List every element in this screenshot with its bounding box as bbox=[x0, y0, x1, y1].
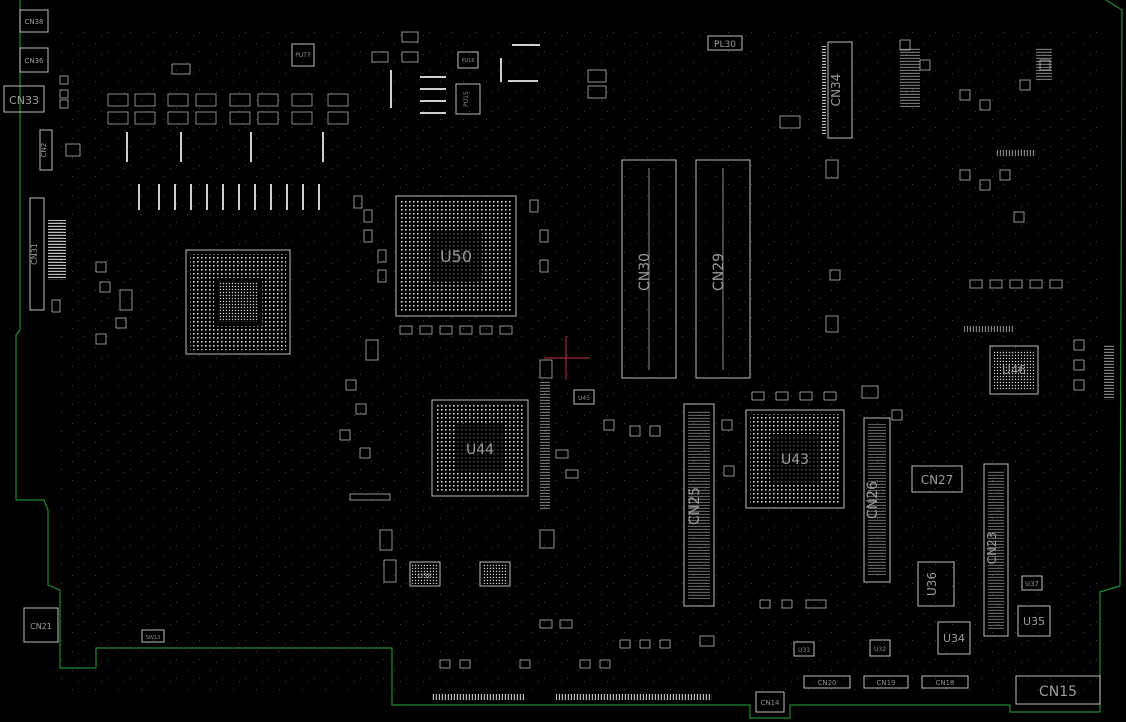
cn29-label: CN29 bbox=[711, 253, 727, 291]
bottom-edge-pins bbox=[432, 694, 712, 700]
right-pin-strips bbox=[48, 48, 1114, 510]
cn19-connector[interactable]: CN19 bbox=[863, 675, 909, 689]
cn26-connector[interactable]: CN26 bbox=[863, 417, 891, 583]
pl30-label: PL30 bbox=[714, 40, 736, 50]
sw13-label: SW13 bbox=[146, 635, 160, 641]
passive-components bbox=[51, 31, 1085, 669]
cn30-label: CN30 bbox=[637, 253, 653, 291]
u50-bga-chip[interactable]: U50 bbox=[395, 195, 517, 317]
cn21-connector[interactable]: CN21 bbox=[23, 607, 59, 643]
pu15-label: PU15 bbox=[463, 91, 470, 107]
cn38-label: CN38 bbox=[24, 18, 43, 26]
u39-chip[interactable] bbox=[479, 561, 511, 587]
cn14-label: CN14 bbox=[760, 699, 780, 707]
cn31-label: CN31 bbox=[30, 243, 39, 265]
u37-chip[interactable]: U37 bbox=[1021, 575, 1043, 591]
cn19-label: CN19 bbox=[876, 679, 895, 687]
u36-label: U36 bbox=[925, 572, 939, 596]
cn15-label: CN15 bbox=[1039, 684, 1077, 700]
u33-chip[interactable]: U33 bbox=[793, 641, 815, 657]
pu16-chip[interactable]: PU16 bbox=[457, 51, 479, 69]
u45-label: U45 bbox=[578, 395, 590, 402]
u43-label: U43 bbox=[781, 452, 809, 468]
u44-label: U44 bbox=[466, 442, 494, 458]
cn18-connector[interactable]: CN18 bbox=[921, 675, 969, 689]
u45-chip[interactable]: U45 bbox=[573, 389, 595, 405]
put7-label: PUT7 bbox=[295, 52, 311, 59]
cn29-dimm-slot[interactable]: CN29 bbox=[695, 159, 751, 379]
cn21-label: CN21 bbox=[30, 622, 52, 631]
left-bga-chip[interactable] bbox=[185, 249, 291, 355]
cn34-label: CN34 bbox=[829, 74, 843, 107]
cn36-connector[interactable]: CN36 bbox=[19, 47, 49, 73]
cn20-connector[interactable]: CN20 bbox=[803, 675, 851, 689]
u35-chip[interactable]: U35 bbox=[1017, 605, 1051, 637]
u38-label: U38 bbox=[418, 572, 432, 580]
u37-label: U37 bbox=[1025, 580, 1039, 588]
u32-label: U32 bbox=[874, 646, 886, 653]
pu16-label: PU16 bbox=[461, 58, 474, 64]
inductor-pads bbox=[390, 44, 540, 114]
cn18-label: CN18 bbox=[935, 679, 954, 687]
u44-bga-chip[interactable]: U44 bbox=[431, 399, 529, 497]
u46-chip[interactable]: U46 bbox=[989, 345, 1039, 395]
cn33-label: CN33 bbox=[9, 94, 39, 107]
pl30-inductor[interactable]: PL30 bbox=[707, 35, 743, 51]
cn27-label: CN27 bbox=[921, 473, 954, 487]
sw13-switch[interactable]: SW13 bbox=[141, 629, 165, 643]
via-field bbox=[60, 30, 1100, 690]
u34-chip[interactable]: U34 bbox=[937, 621, 971, 655]
cn23-label: CN23 bbox=[985, 532, 999, 565]
u35-label: U35 bbox=[1023, 615, 1045, 628]
u50-label: U50 bbox=[440, 247, 472, 266]
cn25-connector[interactable]: CN25 bbox=[683, 403, 715, 607]
cn33-connector[interactable]: CN33 bbox=[3, 85, 45, 113]
crosshair-marker bbox=[544, 336, 590, 380]
cn15-connector[interactable]: CN15 bbox=[1015, 675, 1101, 705]
cn38-connector[interactable]: CN38 bbox=[19, 9, 49, 33]
cn36-label: CN36 bbox=[24, 57, 44, 65]
power-pad-array bbox=[107, 93, 349, 210]
u34-label: U34 bbox=[943, 632, 965, 645]
cn25-label: CN25 bbox=[687, 487, 703, 525]
cn2-connector[interactable]: CN2 bbox=[39, 129, 53, 171]
u32-chip[interactable]: U32 bbox=[869, 639, 891, 657]
u38-chip[interactable]: U38 bbox=[409, 561, 441, 587]
cn26-label: CN26 bbox=[865, 481, 881, 519]
u33-label: U33 bbox=[798, 647, 810, 654]
cn34-connector[interactable]: CN34 bbox=[822, 41, 853, 139]
cn2-label: CN2 bbox=[40, 143, 48, 158]
pu15-chip[interactable]: PU15 bbox=[455, 83, 481, 115]
cn27-connector[interactable]: CN27 bbox=[911, 465, 963, 493]
u46-label: U46 bbox=[1002, 363, 1026, 377]
cn14-connector[interactable]: CN14 bbox=[755, 691, 785, 713]
put7-chip[interactable]: PUT7 bbox=[291, 43, 315, 67]
u36-chip[interactable]: U36 bbox=[917, 561, 955, 607]
cn34-pins bbox=[822, 46, 826, 134]
cn20-label: CN20 bbox=[817, 679, 836, 687]
cn23-connector[interactable]: CN23 bbox=[983, 463, 1009, 637]
cn30-dimm-slot[interactable]: CN30 bbox=[621, 159, 677, 379]
u43-bga-chip[interactable]: U43 bbox=[745, 409, 845, 509]
